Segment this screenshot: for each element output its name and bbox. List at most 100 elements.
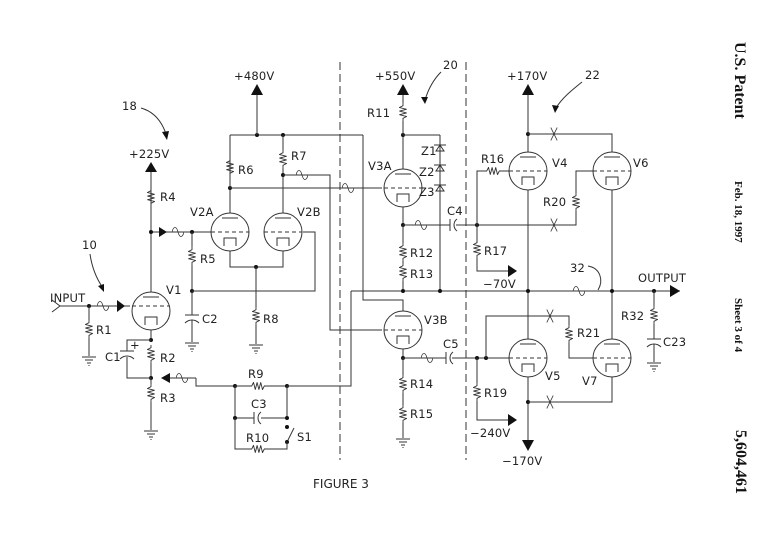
figure-caption: FIGURE 3 bbox=[313, 477, 369, 491]
header-date: Feb. 18, 1997 bbox=[732, 181, 744, 243]
label-supply-480: +480V bbox=[234, 69, 274, 83]
label-R6: R6 bbox=[238, 163, 254, 177]
label-R4: R4 bbox=[160, 190, 176, 204]
label-V4: V4 bbox=[552, 156, 568, 170]
label-Z1: Z1 bbox=[421, 144, 437, 158]
label-C3: C3 bbox=[251, 397, 267, 411]
resistor-R4 bbox=[147, 188, 155, 206]
label-R11: R11 bbox=[367, 106, 390, 120]
resistor-R21 bbox=[565, 325, 573, 343]
ref-22: 22 bbox=[585, 68, 600, 82]
ref-18: 18 bbox=[122, 99, 137, 113]
label-R15: R15 bbox=[410, 407, 433, 421]
resistor-R6 bbox=[226, 158, 234, 176]
label-V6: V6 bbox=[633, 156, 649, 170]
label-V2B: V2B bbox=[297, 205, 321, 219]
ref-32: 32 bbox=[570, 261, 585, 275]
label-C5: C5 bbox=[443, 337, 459, 351]
label-V3B: V3B bbox=[424, 313, 448, 327]
supply-arrow-icon bbox=[522, 84, 534, 95]
ground-icon bbox=[396, 438, 410, 448]
signal-arrow-icon bbox=[117, 300, 125, 312]
resistor-R14 bbox=[399, 375, 407, 393]
label-R12: R12 bbox=[410, 246, 433, 260]
header-sheet: Sheet 3 of 4 bbox=[732, 298, 744, 353]
label-R2: R2 bbox=[160, 351, 176, 365]
label-R14: R14 bbox=[410, 377, 433, 391]
label-R8: R8 bbox=[263, 312, 279, 326]
signal-arrow-icon bbox=[159, 227, 167, 237]
resistor-R17 bbox=[473, 240, 481, 258]
ground-icon bbox=[82, 356, 96, 366]
tube-V3A bbox=[383, 168, 423, 208]
resistor-R10 bbox=[249, 445, 267, 453]
label-R10: R10 bbox=[246, 431, 269, 445]
tube-V5 bbox=[508, 338, 548, 378]
ground-icon bbox=[144, 430, 158, 440]
label-R1: R1 bbox=[96, 323, 112, 337]
label-supply-minus70: −70V bbox=[483, 277, 516, 291]
label-C2: C2 bbox=[202, 312, 218, 326]
resistor-R13 bbox=[399, 263, 407, 281]
label-R3: R3 bbox=[160, 391, 176, 405]
ground-icon bbox=[185, 342, 199, 352]
resistor-R2 bbox=[147, 345, 155, 363]
ref-10: 10 bbox=[82, 238, 97, 252]
label-C1: C1 bbox=[105, 350, 121, 364]
label-input: INPUT bbox=[50, 291, 86, 305]
resistor-R15 bbox=[399, 405, 407, 423]
label-supply-225: +225V bbox=[129, 147, 169, 161]
label-R17: R17 bbox=[484, 244, 507, 258]
label-R13: R13 bbox=[410, 267, 433, 281]
resistor-R11 bbox=[399, 103, 407, 121]
tube-V4 bbox=[508, 151, 548, 191]
label-R7: R7 bbox=[291, 149, 307, 163]
ground-icon bbox=[647, 362, 661, 372]
label-V2A: V2A bbox=[190, 205, 214, 219]
tube-V1 bbox=[131, 291, 171, 331]
label-V1: V1 bbox=[166, 283, 182, 297]
zener-Z1 bbox=[434, 144, 446, 152]
tube-V2A bbox=[210, 212, 250, 252]
label-C4: C4 bbox=[447, 204, 463, 218]
label-V3A: V3A bbox=[368, 159, 392, 173]
resistor-R9 bbox=[249, 382, 267, 390]
label-output: OUTPUT bbox=[638, 271, 687, 285]
label-C1-polarity: + bbox=[130, 338, 140, 352]
resistor-R1 bbox=[85, 320, 93, 338]
resistor-R16 bbox=[484, 167, 502, 175]
ground-icon bbox=[249, 344, 263, 354]
label-V5: V5 bbox=[545, 369, 561, 383]
resistor-R8 bbox=[252, 307, 260, 325]
label-supply-550: +550V bbox=[375, 69, 415, 83]
label-C23: C23 bbox=[663, 335, 686, 349]
supply-arrow-icon bbox=[251, 84, 263, 95]
supply-arrow-icon bbox=[522, 440, 534, 451]
resistor-R7 bbox=[279, 150, 287, 168]
supply-arrow-icon bbox=[397, 84, 409, 95]
label-Z2: Z2 bbox=[419, 165, 435, 179]
resistor-R3 bbox=[147, 384, 155, 402]
resistor-R20 bbox=[572, 193, 580, 211]
tube-V6 bbox=[592, 151, 632, 191]
zener-Z2 bbox=[434, 164, 446, 172]
resistor-R32 bbox=[650, 306, 658, 324]
resistor-R12 bbox=[399, 243, 407, 261]
tube-V3B bbox=[383, 310, 423, 350]
label-supply-170: +170V bbox=[507, 69, 547, 83]
switch-S1[interactable] bbox=[286, 427, 295, 443]
ref-18-leader bbox=[140, 107, 167, 135]
output-arrow-icon bbox=[670, 285, 680, 297]
label-supply-minus170: −170V bbox=[502, 454, 542, 468]
ref-20: 20 bbox=[443, 58, 458, 72]
label-R16: R16 bbox=[481, 152, 504, 166]
header-patent-number: 5,604,461 bbox=[732, 430, 749, 494]
label-V7: V7 bbox=[582, 374, 598, 388]
header-title: U.S. Patent bbox=[731, 42, 748, 119]
label-R19: R19 bbox=[484, 386, 507, 400]
zener-Z3 bbox=[434, 184, 446, 192]
label-R9: R9 bbox=[248, 367, 264, 381]
label-supply-minus240: −240V bbox=[470, 426, 510, 440]
